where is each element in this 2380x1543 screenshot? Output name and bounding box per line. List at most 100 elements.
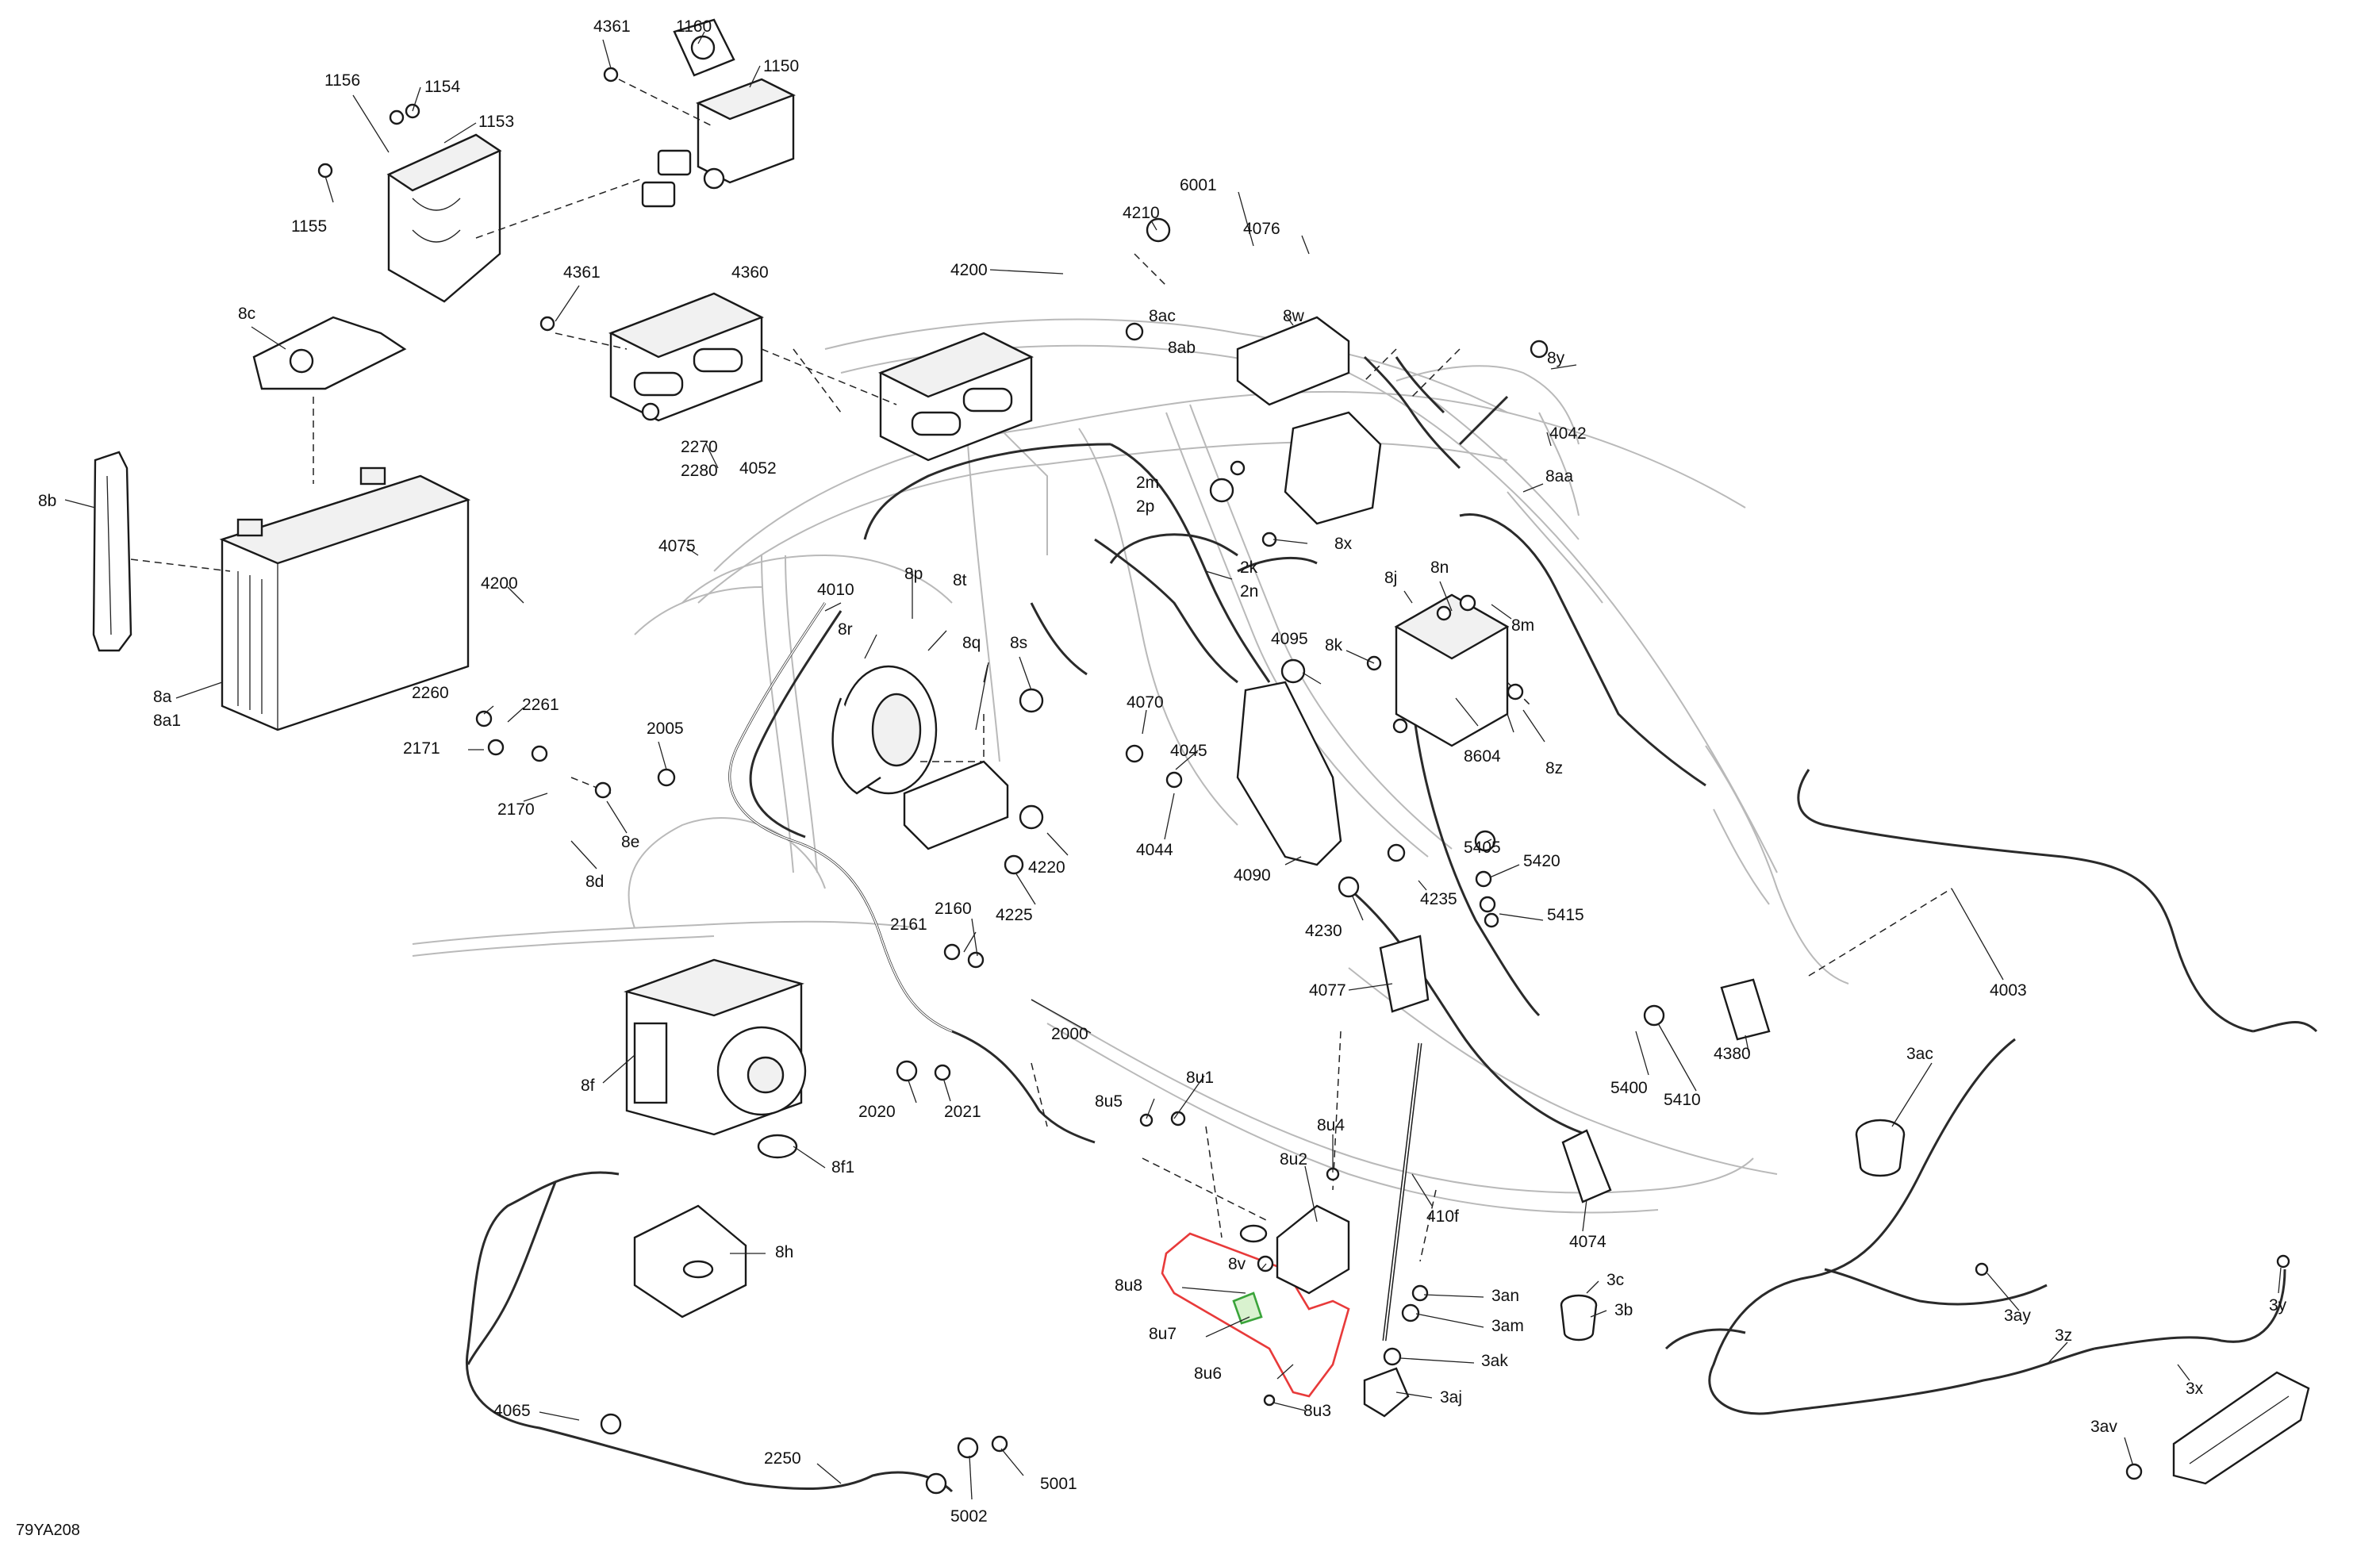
callout-label: 1154 — [424, 78, 460, 96]
callout-label: 2171 — [403, 739, 440, 758]
callout-label: 4200 — [481, 574, 518, 593]
callout-label: 8604 — [1464, 747, 1501, 766]
callout-label: 4070 — [1127, 693, 1164, 712]
callout-label: 8c — [238, 305, 255, 323]
callout-label: 3ay — [2004, 1307, 2031, 1325]
connector-4380 — [1720, 978, 1771, 1041]
callout-label: 8k — [1325, 636, 1343, 654]
callout-label: 5001 — [1040, 1475, 1077, 1493]
callout-label: 3am — [1491, 1317, 1524, 1335]
callout-label: 4077 — [1309, 981, 1346, 1000]
callout-label: 8m — [1511, 616, 1534, 635]
callout-label: 8f1 — [831, 1158, 854, 1176]
callout-label: 8u8 — [1115, 1276, 1142, 1295]
callout-label: 1150 — [763, 57, 799, 75]
callout-label: 4045 — [1170, 742, 1207, 760]
accessory-socket — [1855, 1119, 1906, 1177]
callout-label: 2270 — [681, 438, 718, 456]
callout-label: 3c — [1606, 1271, 1624, 1289]
callout-label: 3b — [1614, 1301, 1633, 1319]
diagram-code: 79YA208 — [16, 1522, 80, 1539]
callout-label: 4361 — [593, 17, 631, 36]
callout-label: 8a — [153, 688, 172, 706]
connector-4074 — [1561, 1129, 1612, 1203]
callout-label: 4095 — [1271, 630, 1308, 648]
callout-label: 2280 — [681, 462, 718, 480]
connector-4077 — [1379, 935, 1430, 1013]
callout-label: 4074 — [1569, 1233, 1606, 1251]
callout-label: 4003 — [1990, 981, 2027, 1000]
fuse-cover — [673, 18, 735, 77]
callout-label: 5002 — [950, 1507, 988, 1526]
callout-leaders — [64, 31, 2282, 1500]
callout-label: 4010 — [817, 581, 854, 599]
callout-label: 1156 — [324, 71, 360, 90]
callout-label: 8u6 — [1194, 1365, 1222, 1383]
callout-label: 4361 — [563, 263, 601, 282]
callout-label: 3aj — [1440, 1388, 1462, 1407]
motor-8u2 — [1239, 1204, 1350, 1295]
callout-label: 3av — [2090, 1418, 2117, 1436]
abs-grommet — [757, 1134, 798, 1159]
callout-label: 2m — [1136, 474, 1159, 492]
callout-label: 1153 — [478, 113, 514, 131]
callout-label: 8b — [38, 492, 56, 510]
callout-label: 8v — [1228, 1255, 1246, 1273]
callout-label: 3ak — [1481, 1352, 1508, 1370]
callout-label: 8u7 — [1149, 1325, 1177, 1343]
abs-unit — [624, 958, 807, 1136]
callout-label: 8e — [621, 833, 639, 851]
callout-label: 1155 — [291, 217, 327, 236]
callout-label: 3an — [1491, 1287, 1519, 1305]
callout-label: 3ac — [1906, 1045, 1933, 1063]
battery — [219, 466, 471, 731]
callout-label: 8u2 — [1280, 1150, 1307, 1169]
callout-label: 5415 — [1547, 906, 1584, 924]
vehicle-frame — [412, 318, 1849, 1214]
callout-label: 5400 — [1610, 1079, 1648, 1097]
callout-label: 2160 — [935, 900, 972, 918]
callout-labels: 1156 1154 1153 1155 4361 1160 1150 8c 8b… — [38, 17, 2287, 1526]
antenna — [1363, 1042, 1422, 1418]
window-motor — [1236, 316, 1382, 525]
connector-pair — [641, 149, 692, 208]
relay-box-2 — [878, 332, 1034, 462]
callout-label: 8p — [904, 565, 923, 583]
callout-label: 4230 — [1305, 922, 1342, 940]
tail-light — [2172, 1371, 2310, 1485]
callout-label: 410f — [1426, 1207, 1459, 1226]
speaker-horn — [831, 665, 938, 795]
callout-label: 8aa — [1545, 467, 1573, 486]
lower-harness — [466, 1171, 954, 1493]
relay-bracket — [386, 133, 502, 303]
sensor-bracket — [1236, 681, 1342, 866]
callout-label: 8ab — [1168, 339, 1196, 357]
callout-label: 4200 — [950, 261, 988, 279]
callout-label: 8n — [1430, 558, 1449, 577]
callout-label: 2k — [1240, 558, 1258, 577]
callout-label: 8w — [1283, 307, 1305, 325]
callout-label: 6001 — [1180, 176, 1217, 194]
callout-label: 8r — [838, 620, 853, 639]
highlighted-clip-8u7 — [1232, 1292, 1263, 1325]
control-module — [1394, 593, 1510, 747]
callout-label: 2170 — [497, 800, 535, 819]
main-wiring-harness — [728, 355, 1706, 1144]
callout-label: 8d — [585, 873, 604, 891]
callout-label: 4065 — [493, 1402, 531, 1420]
callout-label: 5410 — [1664, 1091, 1701, 1109]
callout-label: 8u1 — [1186, 1069, 1214, 1087]
callout-label: 4360 — [731, 263, 769, 282]
callout-label: 4225 — [996, 906, 1033, 924]
callout-label: 2p — [1136, 497, 1154, 516]
callout-label: 2250 — [764, 1449, 801, 1468]
callout-label: 8t — [953, 571, 967, 589]
callout-label: 2020 — [858, 1103, 896, 1121]
callout-label: 8a1 — [153, 712, 181, 730]
callout-label: 2n — [1240, 582, 1258, 601]
battery-strap — [92, 451, 132, 652]
abs-bracket — [633, 1204, 747, 1318]
callout-label: 4380 — [1714, 1045, 1751, 1063]
callout-label: 8y — [1547, 349, 1565, 367]
